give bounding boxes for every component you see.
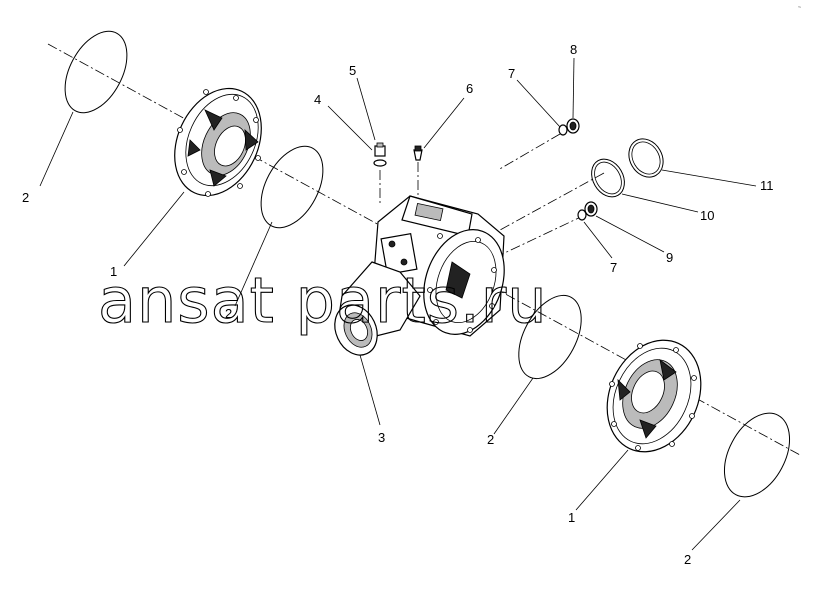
- callout-9: 9: [666, 250, 673, 265]
- o-ring-top-left: [64, 30, 128, 114]
- end-cover-right: [606, 339, 702, 453]
- callout-4: 4: [314, 92, 321, 107]
- callout-8: 8: [570, 42, 577, 57]
- callout-10: 10: [700, 208, 714, 223]
- callout-2-mid-right: 2: [487, 432, 494, 447]
- plug-9: [584, 201, 598, 217]
- washer-7-top: [558, 124, 568, 136]
- axle-housing: [334, 195, 505, 356]
- callout-2-bottom-right: 2: [684, 552, 691, 567]
- corner-code: ~: [798, 5, 801, 11]
- watermark-text: ansat parts.ru: [98, 264, 548, 337]
- leader-lines: [39, 57, 757, 551]
- callout-11: 11: [760, 178, 774, 193]
- seal-ring-10: [591, 158, 625, 198]
- o-ring-middle-right: [518, 294, 582, 380]
- washer-7-lower: [577, 209, 587, 221]
- snap-ring-11: [628, 138, 664, 178]
- callout-1-left: 1: [110, 264, 117, 279]
- o-ring-middle-left: [260, 145, 324, 229]
- callout-7-lower: 7: [610, 260, 617, 275]
- o-ring-bottom-right: [723, 412, 791, 498]
- callout-1-right: 1: [568, 510, 575, 525]
- plug-8: [566, 118, 580, 134]
- callout-3: 3: [378, 430, 385, 445]
- callout-5: 5: [349, 63, 356, 78]
- callout-labels: 2 1 2 3 4 5 6 7 8 11 10 9 7 2 1 2: [22, 42, 774, 567]
- plug-5: [374, 142, 386, 157]
- breather-6: [413, 145, 423, 161]
- callout-7-top: 7: [508, 66, 515, 81]
- end-cover-left: [174, 87, 262, 197]
- washer-4: [373, 159, 387, 167]
- callout-6: 6: [466, 81, 473, 96]
- callout-2-mid-left: 2: [225, 306, 232, 321]
- callout-2-top-left: 2: [22, 190, 29, 205]
